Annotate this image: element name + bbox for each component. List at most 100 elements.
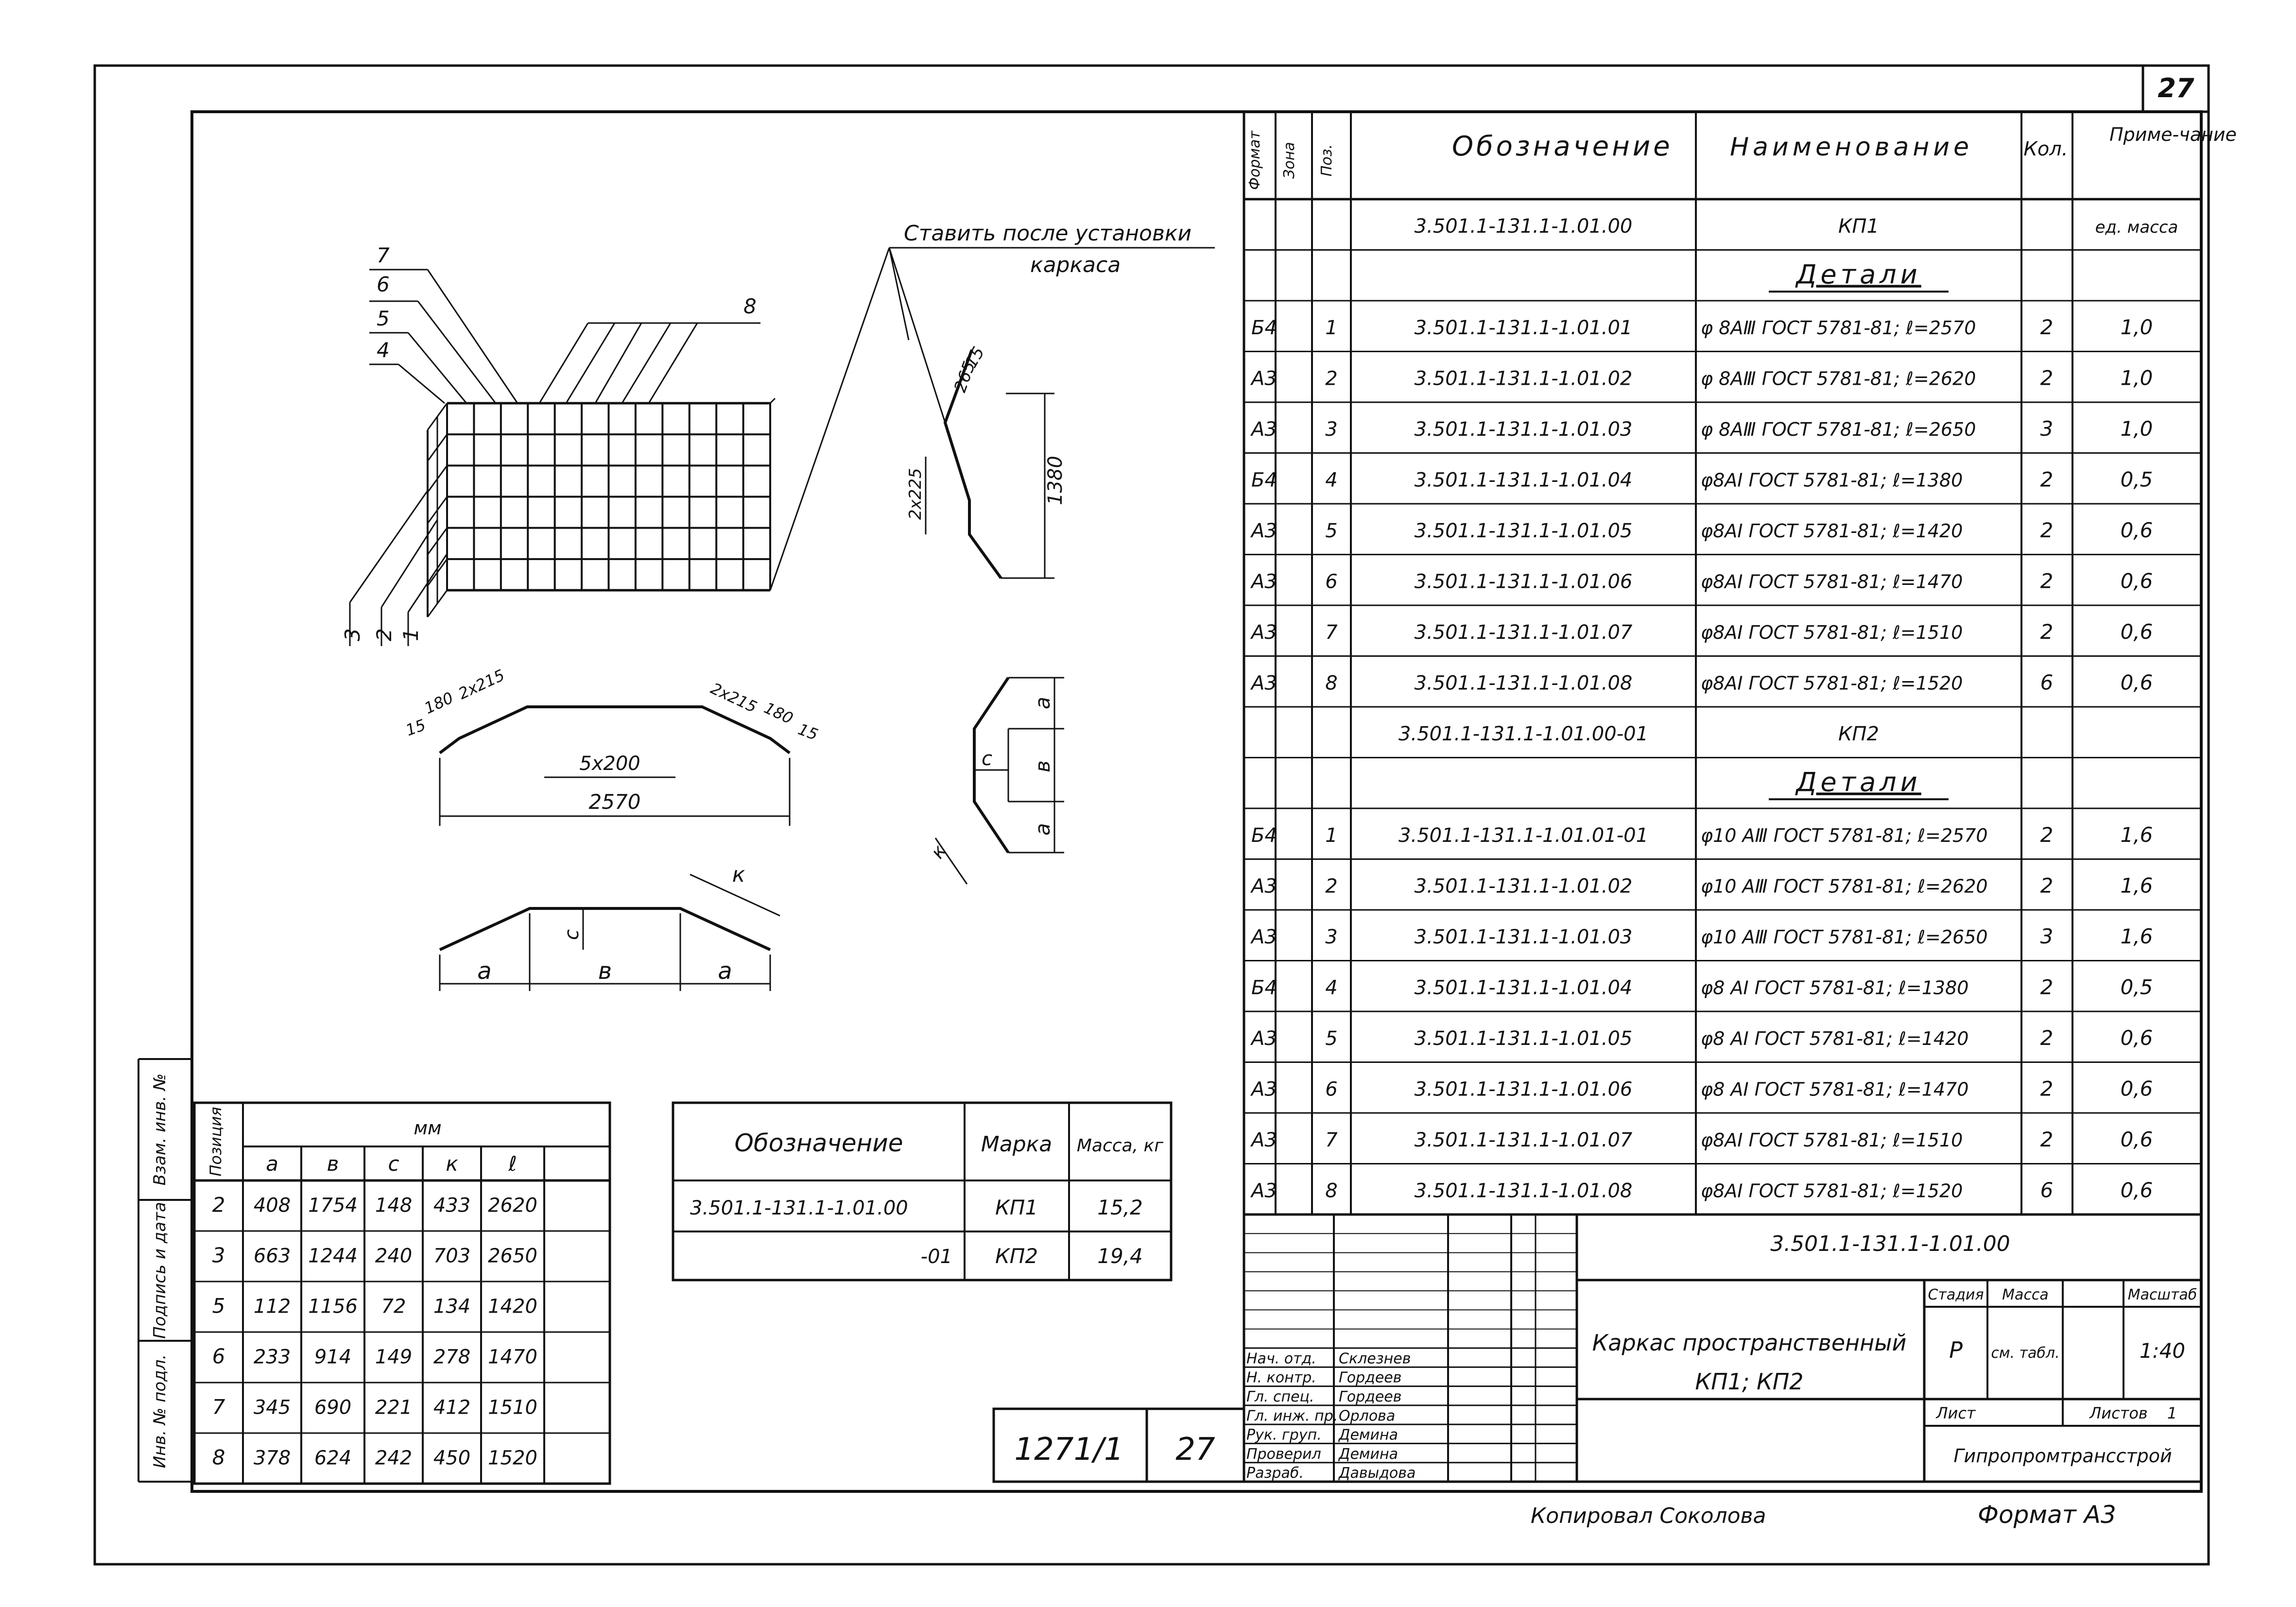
spec-row-name: φ 8АⅢ ГОСТ 5781-81; ℓ=2620 (1701, 368, 1976, 389)
spec-row-format: А3 (1250, 1078, 1277, 1100)
spec-row-designation: 3.501.1-131.1-1.01.04 (1415, 469, 1633, 491)
spec-row-name: φ8АI ГОСТ 5781-81; ℓ=1420 (1701, 520, 1963, 542)
dims-cell-l: 2650 (488, 1245, 537, 1267)
spec-row-qty: 6 (2040, 1178, 2054, 1202)
spec-row-note: 0,6 (2121, 670, 2153, 694)
bent-dim-0: 15 (403, 716, 428, 740)
dims-cell-b: 1156 (308, 1295, 358, 1317)
callout-text: Ставить после установки (904, 221, 1191, 246)
bar-k: к (732, 862, 745, 887)
spec-header-designation: Обозначение (1452, 131, 1673, 162)
dims-row-pos: 6 (212, 1344, 225, 1368)
spec-row-format: А3 (1250, 875, 1277, 897)
spec-row-designation: 3.501.1-131.1-1.01.05 (1415, 520, 1633, 542)
leader-6: 6 (377, 273, 390, 296)
spec-row-qty: 2 (2040, 315, 2054, 339)
spec-row-note: 0,6 (2121, 620, 2153, 644)
leader-3: 3 (341, 628, 364, 641)
spec-row-format: А3 (1250, 570, 1277, 593)
leader-4: 4 (377, 338, 390, 362)
dims-col-l: ℓ (508, 1152, 517, 1176)
dims-col-c: с (388, 1152, 399, 1176)
side-profile: а в а с к (926, 677, 1064, 885)
dim-5x200: 5х200 (579, 752, 640, 775)
mass-h-des: Обозначение (735, 1129, 903, 1157)
page-number: 27 (2158, 73, 2194, 103)
spec-row-designation: 3.501.1-131.1-1.01.03 (1415, 926, 1633, 948)
dims-cell-c: 148 (375, 1194, 412, 1216)
spec-row-note: 0,6 (2121, 1178, 2153, 1202)
spec-row-designation: 3.501.1-131.1-1.01.02 (1415, 367, 1633, 390)
spec-row-format: Б4 (1251, 317, 1277, 339)
stamp-number: 1271/1 (1014, 1432, 1123, 1468)
spec-row-pos: 8 (1325, 672, 1337, 694)
spec-row-designation: 3.501.1-131.1-1.01.07 (1415, 621, 1633, 644)
bent-bar-vertical: 1380 2х225 265 15 (906, 343, 1067, 579)
dims-cell-c: 149 (375, 1346, 412, 1368)
spec-row-pos: 1 (1325, 824, 1337, 847)
bar-c: с (561, 929, 583, 940)
dims-unit: мм (414, 1117, 441, 1139)
spec-row-name: φ 8АⅢ ГОСТ 5781-81; ℓ=2570 (1701, 317, 1976, 339)
spec-row-designation: 3.501.1-131.1-1.01.08 (1415, 1180, 1633, 1202)
side-c: с (982, 748, 992, 770)
spec-row-qty: 2 (2040, 620, 2054, 644)
spec-row-pos: 7 (1325, 1129, 1338, 1151)
dims-cell-l: 1470 (488, 1346, 537, 1368)
mass-h-mark: Марка (981, 1132, 1052, 1157)
dims-cell-b: 914 (314, 1346, 351, 1368)
spec-row-name: φ10 АⅢ ГОСТ 5781-81; ℓ=2620 (1701, 875, 1988, 897)
spec-header-name: Наименование (1730, 133, 1973, 162)
spec-row-qty: 6 (2040, 670, 2054, 694)
spec-row-pos: 8 (1325, 1180, 1337, 1202)
spec-row-name: φ8АI ГОСТ 5781-81; ℓ=1510 (1701, 1129, 1963, 1151)
spec-header-qty: Кол. (2023, 138, 2068, 160)
dims-cell-b: 1754 (308, 1194, 358, 1216)
spec-row-note: 0,6 (2121, 1128, 2153, 1151)
spec-row-name: φ8 АI ГОСТ 5781-81; ℓ=1470 (1701, 1078, 1968, 1100)
bar-b: в (598, 957, 612, 985)
spec-row-designation: 3.501.1-131.1-1.01.06 (1415, 570, 1633, 593)
dims-cell-k: 703 (433, 1245, 470, 1267)
title-line2: КП1; КП2 (1695, 1368, 1803, 1395)
dim-2x225-v: 2х225 (906, 468, 925, 520)
sheets-label: Листов (2089, 1404, 2148, 1422)
spec-row-qty: 2 (2040, 518, 2054, 542)
spec-row-name: φ8АI ГОСТ 5781-81; ℓ=1380 (1701, 469, 1963, 491)
dims-cell-c: 240 (375, 1245, 412, 1267)
mass-row1-des: -01 (921, 1246, 952, 1268)
dims-cell-b: 690 (314, 1396, 351, 1419)
scale-value: 1:40 (2140, 1339, 2185, 1363)
bent-dim-4: 180 (761, 699, 796, 728)
spec-row-note: 0,6 (2121, 1077, 2153, 1100)
role-name: Демина (1338, 1446, 1398, 1463)
dims-cell-c: 221 (375, 1396, 412, 1419)
spec-header-pos: Поз. (1318, 144, 1335, 176)
dims-cell-a: 663 (254, 1245, 291, 1267)
dims-col-k: к (446, 1152, 458, 1176)
callout-text2: каркаса (1030, 253, 1121, 277)
dims-cell-k: 134 (433, 1295, 470, 1317)
spec-row-format: А3 (1250, 1180, 1277, 1202)
dims-cell-k: 450 (433, 1447, 470, 1469)
mass-row0-des: 3.501.1-131.1-1.01.00 (690, 1197, 908, 1219)
sheets-value: 1 (2167, 1404, 2177, 1422)
dims-row-pos: 5 (212, 1294, 225, 1317)
spec-row-name: φ10 АⅢ ГОСТ 5781-81; ℓ=2650 (1701, 926, 1988, 948)
dims-cell-a: 345 (254, 1396, 291, 1419)
leader-2: 2 (372, 628, 396, 641)
mass-h-mass: Масса, кг (1077, 1136, 1164, 1156)
spec-row-qty: 2 (2040, 975, 2054, 999)
spec-row-format: А3 (1250, 926, 1277, 948)
role-name: Давыдова (1338, 1465, 1416, 1482)
spec-row-format: А3 (1250, 367, 1277, 390)
spec-row-note: 0,5 (2121, 975, 2153, 999)
spec-row-note: 1,6 (2121, 823, 2153, 847)
side-labels: Взам. инв. № Подпись и дата Инв. № подл. (150, 1074, 170, 1469)
title-line1: Каркас пространственный (1592, 1330, 1907, 1356)
side-label-2: Инв. № подл. (150, 1354, 170, 1469)
scale-label: Масштаб (2128, 1286, 2197, 1303)
spec-row-designation: 3.501.1-131.1-1.01.04 (1415, 976, 1633, 999)
